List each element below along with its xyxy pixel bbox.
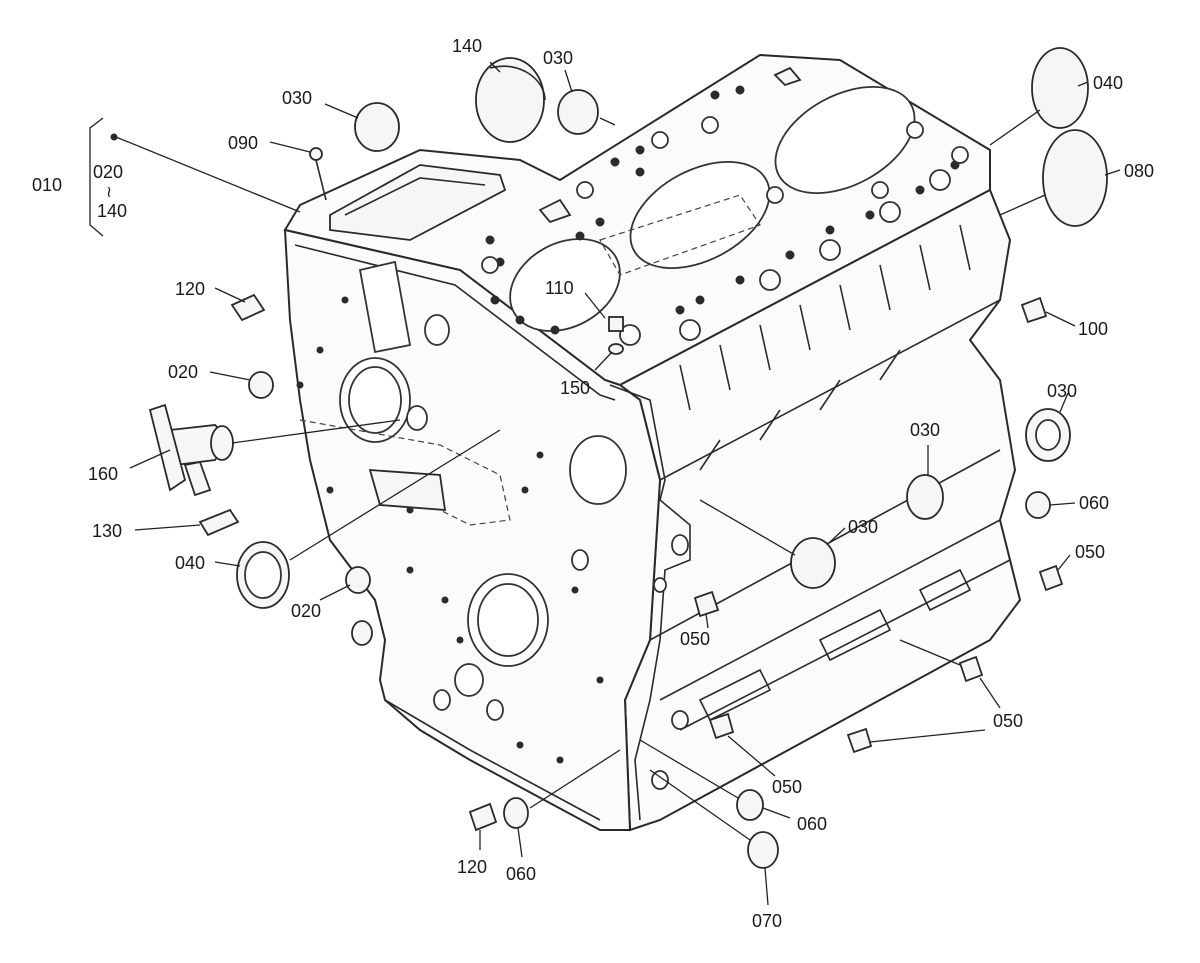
plug-050-b bbox=[1038, 564, 1064, 592]
cylinder-block bbox=[283, 53, 1022, 832]
plug-050-a bbox=[693, 590, 720, 618]
callout-040: 040 bbox=[1093, 73, 1123, 93]
head-cover-plate bbox=[329, 164, 507, 241]
callout-060: 060 bbox=[506, 864, 536, 884]
callout-120: 120 bbox=[457, 857, 487, 877]
label-range-symbol: ≀ bbox=[106, 184, 112, 201]
bracket-brace bbox=[89, 117, 104, 237]
deck-triangle-mark bbox=[538, 198, 572, 224]
label-range-start: 020 bbox=[93, 162, 123, 182]
plug-100 bbox=[1020, 296, 1048, 324]
callout-080: 080 bbox=[1124, 161, 1154, 181]
callout-030: 030 bbox=[543, 48, 573, 68]
callout-030: 030 bbox=[1047, 381, 1077, 401]
plug-050-c bbox=[958, 655, 984, 683]
oil-pan-rail bbox=[659, 519, 1001, 701]
plug-020-upper bbox=[248, 371, 274, 399]
callout-060: 060 bbox=[797, 814, 827, 834]
dowel-130 bbox=[198, 508, 240, 537]
plug-110 bbox=[608, 316, 624, 332]
front-slot-opening bbox=[358, 260, 412, 354]
side-ribs bbox=[649, 224, 1011, 731]
callout-160: 160 bbox=[88, 464, 118, 484]
cylinder-bore-1 bbox=[509, 238, 621, 332]
plug-020-lower-2 bbox=[351, 620, 373, 646]
head-cover-rib bbox=[344, 177, 486, 216]
bracket-dot bbox=[110, 133, 118, 141]
ring-150 bbox=[608, 343, 624, 355]
callout-140: 140 bbox=[452, 36, 482, 56]
sensor-160 bbox=[148, 403, 234, 497]
plug-050-e bbox=[846, 727, 873, 754]
plug-140-top bbox=[475, 57, 545, 143]
front-face-details bbox=[296, 260, 627, 764]
plug-040-top bbox=[1031, 47, 1089, 129]
callout-090: 090 bbox=[228, 133, 258, 153]
plug-070 bbox=[747, 831, 779, 869]
callout-030: 030 bbox=[910, 420, 940, 440]
callout-130: 130 bbox=[92, 521, 122, 541]
plug-030-middle bbox=[906, 474, 944, 520]
exploded-parts bbox=[148, 47, 1108, 869]
plug-030-top-right bbox=[557, 89, 599, 135]
callout-labels: 140 030 040 030 090 080 120 110 100 150 … bbox=[88, 36, 1154, 931]
callout-020: 020 bbox=[168, 362, 198, 382]
callout-060: 060 bbox=[1079, 493, 1109, 513]
label-group-010: 010 bbox=[32, 175, 62, 195]
deck-triangle-mark-2 bbox=[773, 66, 802, 87]
callout-050: 050 bbox=[680, 629, 710, 649]
callout-070: 070 bbox=[752, 911, 782, 931]
group-bracket: 010 020 ≀ 140 bbox=[32, 117, 127, 237]
plug-080 bbox=[1042, 129, 1108, 227]
plug-030-top-left bbox=[354, 102, 400, 152]
plug-030-lower bbox=[790, 537, 836, 589]
callout-050: 050 bbox=[993, 711, 1023, 731]
callout-050: 050 bbox=[772, 777, 802, 797]
front-oval-bore bbox=[569, 435, 627, 505]
callout-150: 150 bbox=[560, 378, 590, 398]
top-deck-details bbox=[329, 66, 916, 332]
callout-120: 120 bbox=[175, 279, 205, 299]
plug-120-lower bbox=[468, 802, 498, 832]
cylinder-bore-3 bbox=[774, 86, 916, 194]
plug-050-d bbox=[708, 712, 735, 740]
callout-030: 030 bbox=[282, 88, 312, 108]
hidden-line-bore bbox=[599, 194, 761, 276]
callout-040: 040 bbox=[175, 553, 205, 573]
callout-100: 100 bbox=[1078, 319, 1108, 339]
callout-030: 030 bbox=[848, 517, 878, 537]
plug-020-lower bbox=[345, 566, 371, 594]
front-boss bbox=[368, 469, 447, 511]
plug-060-lower-left bbox=[503, 797, 529, 829]
callout-050: 050 bbox=[1075, 542, 1105, 562]
pin-090 bbox=[309, 147, 323, 161]
plug-060-lower-right bbox=[736, 789, 764, 821]
oil-pan-rail-lower bbox=[679, 559, 1011, 731]
front-face-flange bbox=[294, 244, 616, 401]
callout-020: 020 bbox=[291, 601, 321, 621]
leader-lines bbox=[115, 61, 1121, 906]
side-skirt-line bbox=[659, 299, 1001, 481]
plug-120-upper bbox=[230, 293, 266, 322]
label-range-end: 140 bbox=[97, 201, 127, 221]
front-face-lower-edge bbox=[384, 699, 601, 821]
deck-holes bbox=[481, 85, 969, 346]
cylinder-bore-2 bbox=[629, 161, 771, 269]
rear-flange bbox=[609, 384, 691, 821]
plug-060-right bbox=[1025, 491, 1051, 519]
callout-110: 110 bbox=[545, 278, 574, 298]
